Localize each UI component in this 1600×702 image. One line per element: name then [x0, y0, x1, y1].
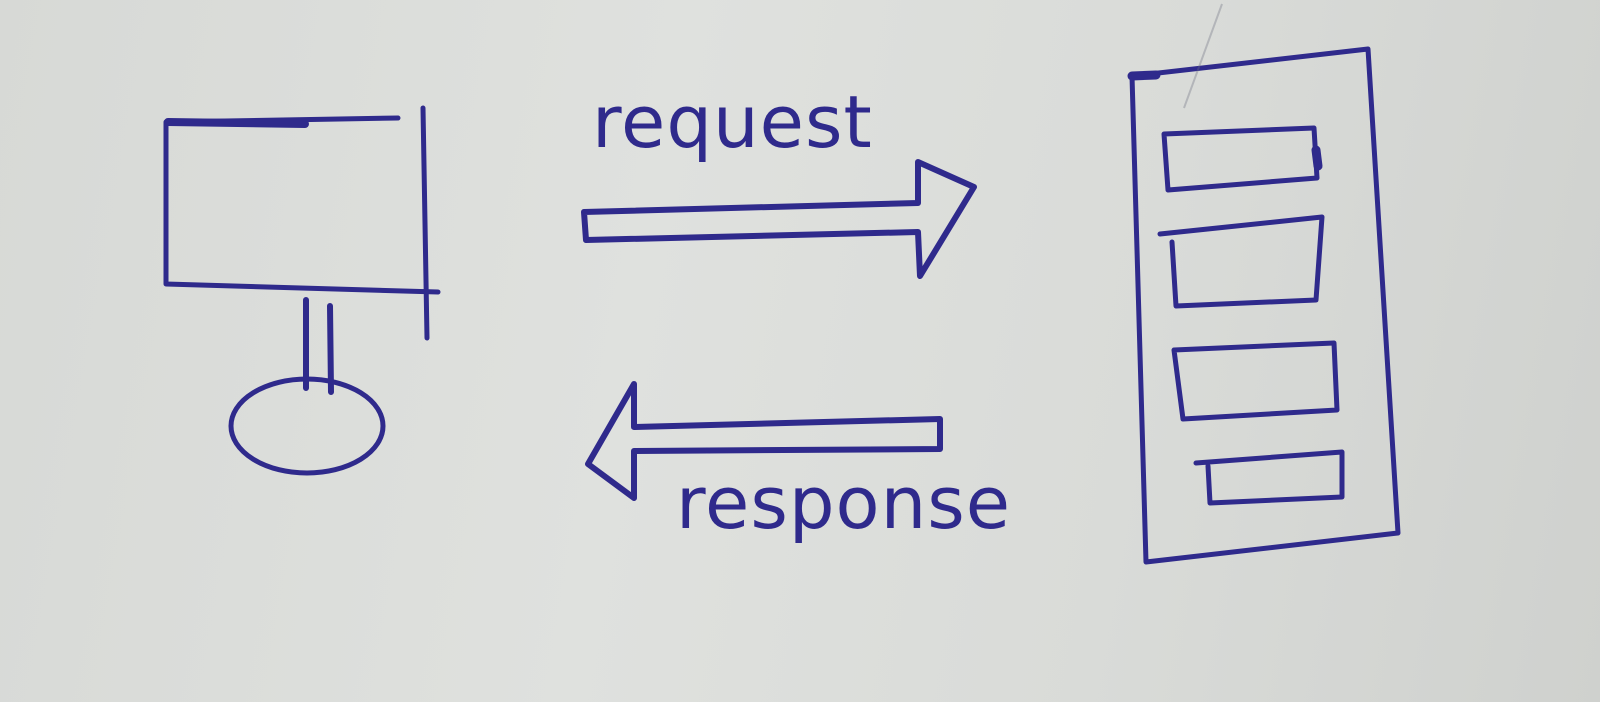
pencil-mark: [1183, 3, 1223, 109]
server-rack-icon: [1127, 46, 1401, 565]
response-arrow-icon: [585, 381, 943, 501]
server-unit-3: [1171, 340, 1340, 422]
client-monitor: [163, 105, 441, 341]
server-frame-corner-accent: [1127, 70, 1161, 81]
client-computer-icon: [163, 105, 441, 476]
server-unit-4: [1193, 449, 1345, 506]
server-frame: [1129, 46, 1401, 565]
request-label: request: [592, 80, 873, 164]
client-monitor-top-accent: [164, 118, 309, 128]
client-base: [228, 376, 386, 476]
server-unit-2: [1157, 214, 1325, 309]
server-unit-1-led: [1311, 145, 1323, 171]
request-arrow-icon: [581, 159, 977, 279]
server-unit-1: [1161, 125, 1320, 193]
client-monitor-stand: [303, 297, 334, 395]
response-label: response: [676, 461, 1011, 545]
